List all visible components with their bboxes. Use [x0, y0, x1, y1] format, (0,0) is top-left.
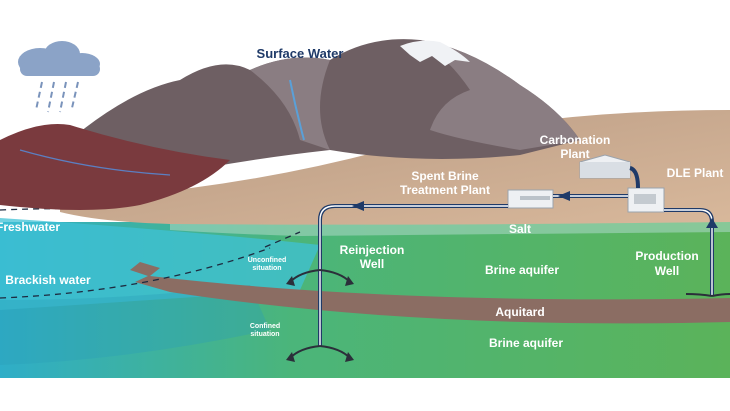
reinjection-label-2: Well — [360, 257, 384, 271]
aquitard-label: Aquitard — [495, 305, 544, 319]
production-well-arrows — [685, 293, 730, 297]
snow-cap — [400, 40, 470, 66]
dle-plant-label: DLE Plant — [667, 166, 724, 180]
surface-water-label: Surface Water — [257, 46, 344, 61]
brine-aquifer-upper-label: Brine aquifer — [485, 263, 559, 277]
reinjection-label-1: Reinjection — [340, 243, 405, 257]
brackish-water-label: Brackish water — [5, 273, 91, 287]
brackish-dashed-line — [0, 247, 271, 299]
unconfined-label-1: Unconfined — [248, 257, 287, 264]
spent-brine-label-1: Spent Brine — [411, 169, 479, 183]
freshwater-label: Freshwater — [0, 220, 60, 234]
spent-brine-label-2: Treatment Plant — [400, 183, 490, 197]
production-label-2: Well — [655, 264, 679, 278]
unconfined-label-2: situation — [252, 265, 281, 272]
creek — [19, 149, 171, 176]
dle-plant-building — [627, 187, 665, 213]
mountain-shade-right — [420, 40, 580, 150]
flow-arrow-icon — [352, 191, 718, 228]
brine-aquifer-lower-label: Brine aquifer — [489, 336, 563, 350]
aquitard-layer — [130, 262, 730, 324]
confined-label-2: situation — [250, 331, 279, 338]
red-rock-slope — [0, 124, 230, 210]
carbonation-plant-building — [579, 154, 631, 179]
rain-cloud-icon — [18, 41, 100, 113]
confined-label-1: Confined — [250, 323, 280, 330]
carbonation-plant-label-1: Carbonation — [540, 133, 611, 147]
carbonation-plant-label-2: Plant — [560, 147, 589, 161]
mountain-range — [70, 39, 580, 175]
spent-brine-plant-building — [507, 189, 554, 209]
brackish-zone — [0, 285, 270, 365]
production-label-1: Production — [635, 249, 698, 263]
stream — [289, 79, 305, 141]
mountain-shade — [250, 57, 330, 150]
salt-label: Salt — [509, 222, 531, 236]
